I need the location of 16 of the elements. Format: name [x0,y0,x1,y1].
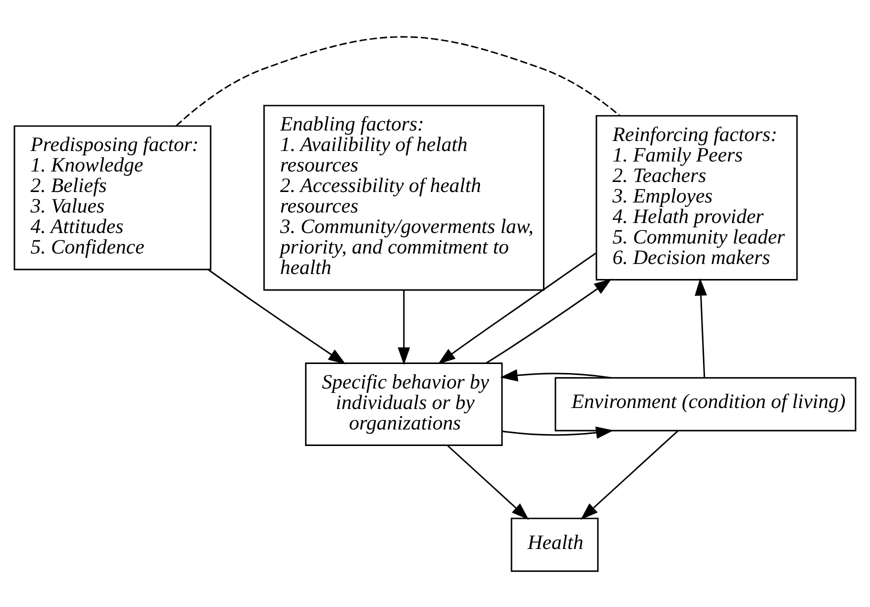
arrow [500,368,612,381]
arrow [486,278,612,364]
node-box: Reinforcing factors: 1. Family Peers 2. Teachers 3. Employes 4. Helath provider 5. Community leader 6. Decision makers [596,114,798,280]
connector [176,36,620,126]
node-box: Enabling factors: 1. Availibility of helath resources 2. Accessibility of health resources 3. Community/goverments law, priority, and commitment to health [263,104,544,290]
arrow [447,444,529,520]
arrow [694,278,708,378]
arrow [398,290,410,364]
arrow [438,252,596,364]
node-box: Health [510,517,599,572]
arrow [580,430,678,520]
node-box: Specific behavior by individuals or by organizations [305,362,503,446]
arrow [208,268,346,364]
arrow [502,426,614,438]
node-box: Environment (condition of living) [554,376,856,431]
node-box: Predisposing factor: 1. Knowledge 2. Beliefs 3. Values 4. Attitudes 5. Confidence [14,124,212,270]
